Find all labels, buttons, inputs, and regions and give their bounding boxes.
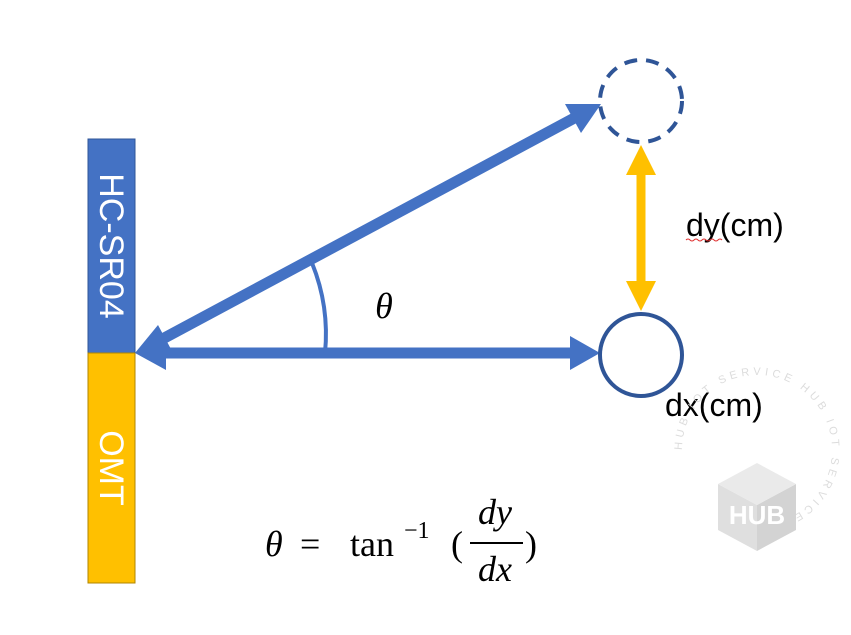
angle-arc bbox=[310, 262, 328, 354]
dy-spell-underline bbox=[685, 238, 723, 242]
formula-equals: = bbox=[300, 524, 320, 564]
dy-label: dy(cm) bbox=[686, 207, 784, 243]
vertical-arrow-head-bottom bbox=[626, 281, 656, 311]
sensor-block: HC-SR04 OMT bbox=[87, 138, 136, 584]
formula-numerator: dy bbox=[478, 492, 512, 532]
vertical-arrow-head-top bbox=[626, 145, 656, 175]
diagonal-arrow-head-bottom bbox=[135, 325, 172, 353]
watermark-logo-icon: HUB bbox=[718, 463, 796, 551]
formula-denominator: dx bbox=[478, 549, 512, 589]
watermark-logo-text: HUB bbox=[729, 500, 785, 530]
formula-open-paren: ( bbox=[451, 524, 463, 564]
horizontal-arrow-head-right bbox=[570, 336, 600, 370]
diagonal-arrow bbox=[135, 104, 601, 353]
sensor-top-block bbox=[87, 138, 136, 354]
formula: θ = tan −1 ( dy dx ) bbox=[265, 492, 537, 589]
target-circle-solid bbox=[598, 312, 684, 398]
sensor-bottom-label: OMT bbox=[92, 430, 130, 506]
theta-label: θ bbox=[375, 286, 393, 326]
formula-exponent: −1 bbox=[404, 518, 430, 544]
sensor-bottom-block bbox=[87, 352, 136, 584]
formula-lhs: θ bbox=[265, 524, 283, 564]
vertical-arrow bbox=[626, 145, 656, 311]
diagonal-arrow-head-top bbox=[565, 104, 601, 133]
target-circle-dashed bbox=[598, 58, 684, 144]
sensor-top-label: HC-SR04 bbox=[92, 173, 130, 318]
formula-close-paren: ) bbox=[525, 524, 537, 564]
formula-function: tan bbox=[350, 524, 394, 564]
dx-label: dx(cm) bbox=[665, 387, 763, 423]
horizontal-arrow bbox=[135, 336, 600, 370]
